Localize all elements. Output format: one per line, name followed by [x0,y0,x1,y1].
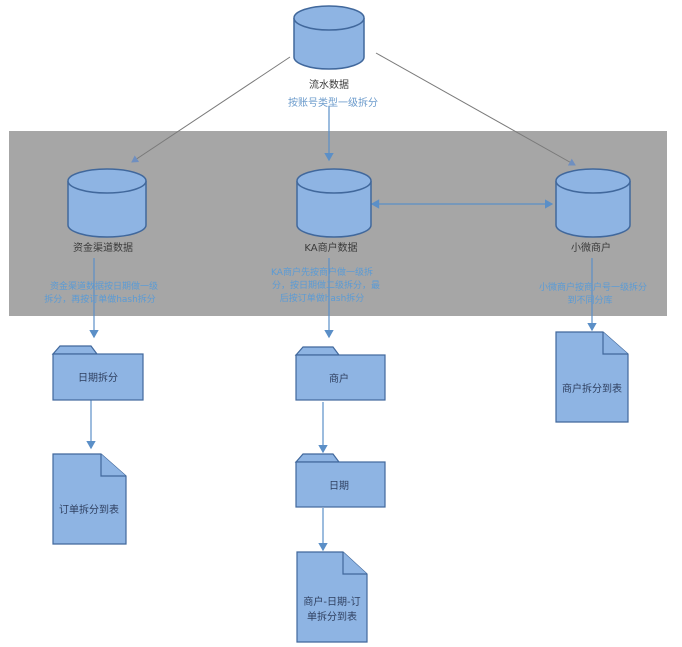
date-folder-label: 日期 [329,480,349,492]
merchant-date-order-table-label-line-2: 单拆分到表 [307,610,357,623]
source-label: 流水数据 [309,78,349,91]
fund-channel-note-line-1: 资金渠道数据按日期做一级 [50,280,158,292]
edge-source-to-micro-merchant [375,52,576,166]
merchant-split-table-label: 商户拆分到表 [562,382,622,395]
edge-source-to-fund-channel [131,56,291,163]
merchant-date-order-table-label-line-1: 商户-日期-订 [303,595,360,608]
folder-icon-date[interactable] [294,453,386,508]
micro-merchant-note-line-2: 到不同分库 [567,294,612,306]
document-icon-order-split-table[interactable] [52,453,127,545]
micro-merchant-note-line-1: 小微商户按商户号一级拆分 [539,281,647,293]
database-icon-micro-merchant[interactable] [555,168,631,238]
document-icon-merchant-date-order-table[interactable] [296,551,368,643]
micro-merchant-label: 小微商户 [571,241,611,254]
folder-icon-date-split[interactable] [51,345,144,401]
document-icon-merchant-split-table[interactable] [555,331,629,423]
fund-channel-note-line-2: 拆分，再按订单做hash拆分 [44,293,156,305]
folder-icon-merchant[interactable] [294,346,386,401]
source-note: 按账号类型一级拆分 [288,96,378,109]
ka-merchant-note-line-2: 分，按日期做二级拆分，最 [272,279,380,291]
merchant-folder-label: 商户 [329,372,349,385]
database-icon-ka-merchant[interactable] [296,168,372,238]
order-split-table-label: 订单拆分到表 [59,503,119,516]
date-split-label: 日期拆分 [78,371,118,384]
ka-merchant-label: KA商户数据 [304,241,357,254]
ka-merchant-note-line-1: KA商户先按商户做一级拆 [271,266,373,278]
database-icon-fund-channel[interactable] [67,168,147,238]
database-icon-source[interactable] [293,5,365,70]
fund-channel-label: 资金渠道数据 [73,241,133,254]
ka-merchant-note-line-3: 后按订单做hash拆分 [280,292,365,304]
